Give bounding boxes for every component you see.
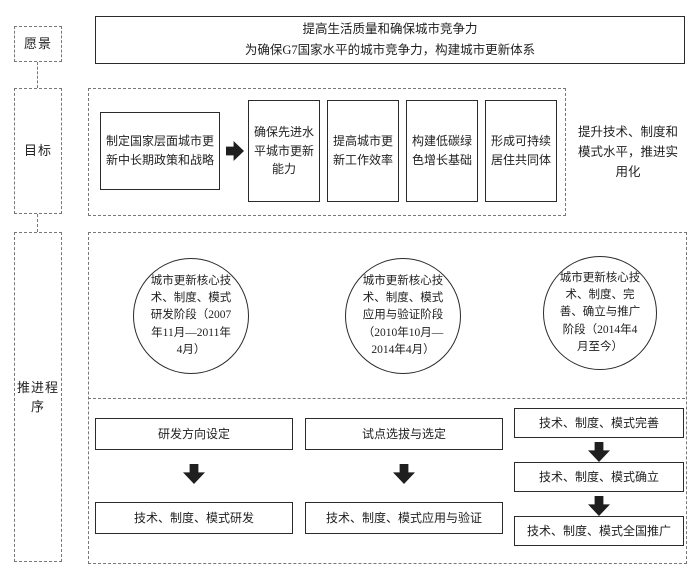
goals-procedure-connector: [37, 214, 38, 232]
phase-circle-application-text: 城市更新核心技术、制度、模式应用与验证阶段（2010年10月—2014年4月）: [362, 274, 444, 356]
step-box-establish-text: 技术、制度、模式确立: [538, 469, 659, 484]
goal-box-capability-text: 确保先进水平城市更新能力: [253, 125, 314, 177]
vision-goals-connector: [37, 62, 38, 88]
step-box-establish: 技术、制度、模式确立: [514, 462, 684, 492]
step-box-rnd-develop: 技术、制度、模式研发: [95, 502, 293, 534]
goals-container: [88, 88, 566, 216]
goals-label: 目标: [14, 88, 62, 214]
vision-label: 愿景: [14, 26, 62, 62]
step-box-rnd-develop-text: 技术、制度、模式研发: [133, 510, 254, 525]
goal-box-lowcarbon-text: 构建低碳绿色增长基础: [411, 134, 472, 167]
goal-box-efficiency-text: 提高城市更新工作效率: [332, 134, 393, 167]
step-box-apply-verify-text: 技术、制度、模式应用与验证: [325, 510, 482, 525]
step-box-perfect: 技术、制度、模式完善: [514, 408, 684, 438]
goal-box-policy: 制定国家层面城市更新中长期政策和战略: [100, 112, 220, 190]
step-box-perfect-text: 技术、制度、模式完善: [538, 415, 659, 430]
goal-box-capability: 确保先进水平城市更新能力: [248, 100, 320, 202]
step-box-apply-verify: 技术、制度、模式应用与验证: [305, 502, 503, 534]
goal-box-lowcarbon: 构建低碳绿色增长基础: [406, 100, 478, 202]
step-box-pilot-selection-text: 试点选拔与选定: [361, 426, 446, 441]
goal-box-efficiency: 提高城市更新工作效率: [327, 100, 399, 202]
step-box-pilot-selection: 试点选拔与选定: [305, 418, 503, 450]
vision-line-1: 提高生活质量和确保城市竞争力: [302, 21, 478, 36]
step-box-nationwide-text: 技术、制度、模式全国推广: [526, 523, 671, 538]
goal-box-community: 形成可持续居住共同体: [485, 100, 557, 202]
goals-outcome-text: 提升技术、制度和模式水平，推进实用化: [577, 125, 678, 179]
step-box-rnd-direction-text: 研发方向设定: [157, 426, 230, 441]
phase-circle-rnd-text: 城市更新核心技术、制度、模式研发阶段（2007年11月—2011年4月）: [150, 274, 232, 356]
phase-circle-promotion-text: 城市更新核心技术、制度、完善、确立与推广阶段（2014年4月至今）: [559, 271, 641, 353]
phase-circle-application: 城市更新核心技术、制度、模式应用与验证阶段（2010年10月—2014年4月）: [345, 258, 461, 374]
vision-line-2: 为确保G7国家水平的城市竞争力，构建城市更新体系: [244, 43, 536, 57]
phase-circle-rnd: 城市更新核心技术、制度、模式研发阶段（2007年11月—2011年4月）: [133, 258, 249, 374]
goal-box-community-text: 形成可持续居住共同体: [490, 134, 551, 167]
step-box-rnd-direction: 研发方向设定: [95, 418, 293, 450]
goal-box-policy-text: 制定国家层面城市更新中长期政策和战略: [105, 134, 214, 167]
phase-circle-promotion: 城市更新核心技术、制度、完善、确立与推广阶段（2014年4月至今）: [543, 256, 657, 370]
phase-separator-line: [88, 398, 685, 399]
vision-box: 提高生活质量和确保城市竞争力 为确保G7国家水平的城市竞争力，构建城市更新体系: [95, 16, 685, 64]
step-box-nationwide: 技术、制度、模式全国推广: [514, 516, 684, 546]
procedure-label: 推进程序: [14, 232, 62, 562]
